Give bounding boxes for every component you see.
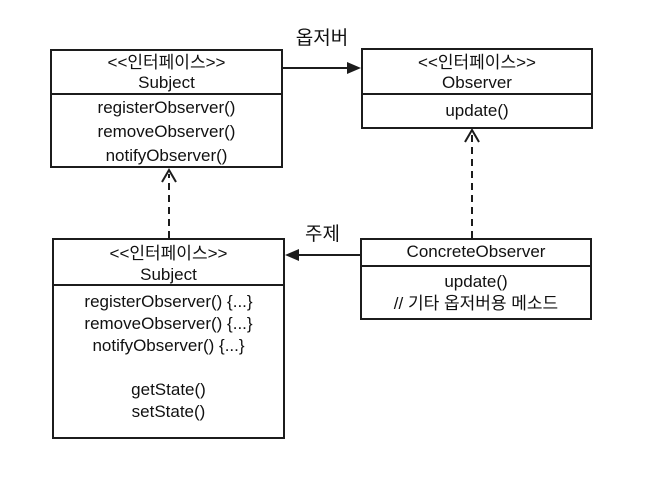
subject-realization-dashed-arrow xyxy=(161,168,177,238)
class-box-subject-interface: <<인터페이스>> Subject registerObserver() rem… xyxy=(50,49,283,168)
subject-arrow-label: 주제 xyxy=(305,224,340,245)
class-header: <<인터페이스>> Observer xyxy=(363,50,591,95)
member-label: removeObserver() xyxy=(97,122,236,141)
member-label: update() xyxy=(445,101,509,120)
stereotype-label: <<인터페이스>> xyxy=(107,53,226,72)
member-label: registerObserver() xyxy=(97,98,236,117)
class-members: registerObserver() {...} removeObserver(… xyxy=(54,286,283,423)
member-label: getState() xyxy=(131,380,206,399)
member-label: notifyObserver() xyxy=(105,146,228,165)
observer-association-arrow xyxy=(283,62,361,74)
class-name: Subject xyxy=(140,265,197,284)
class-members: registerObserver() removeObserver() noti… xyxy=(52,95,281,168)
class-header: <<인터페이스>> Subject xyxy=(54,240,283,286)
member-label: setState() xyxy=(131,402,206,421)
member-label: registerObserver() {...} xyxy=(84,292,253,311)
observer-arrow-label: 옵저버 xyxy=(295,28,349,49)
class-box-concrete-observer: ConcreteObserver update() // 기타 옵저버용 메소드 xyxy=(360,238,592,320)
observer-realization-dashed-arrow xyxy=(464,128,480,238)
member-label: notifyObserver() {...} xyxy=(92,336,245,355)
class-header: ConcreteObserver xyxy=(362,240,590,267)
stereotype-label: <<인터페이스>> xyxy=(109,244,228,263)
member-label: // 기타 옵저버용 메소드 xyxy=(393,294,559,313)
class-box-observer-interface: <<인터페이스>> Observer update() xyxy=(361,48,593,129)
class-name: Subject xyxy=(138,73,195,92)
member-label: removeObserver() {...} xyxy=(84,314,253,333)
class-box-concrete-subject: <<인터페이스>> Subject registerObserver() {..… xyxy=(52,238,285,439)
class-name: ConcreteObserver xyxy=(406,242,546,261)
class-name: Observer xyxy=(442,73,512,92)
subject-association-arrow xyxy=(285,249,360,261)
class-header: <<인터페이스>> Subject xyxy=(52,51,281,95)
member-spacer xyxy=(54,357,283,379)
stereotype-label: <<인터페이스>> xyxy=(418,53,536,72)
class-members: update() xyxy=(363,95,591,127)
member-label: update() xyxy=(444,272,508,291)
class-members: update() // 기타 옵저버용 메소드 xyxy=(362,267,590,315)
